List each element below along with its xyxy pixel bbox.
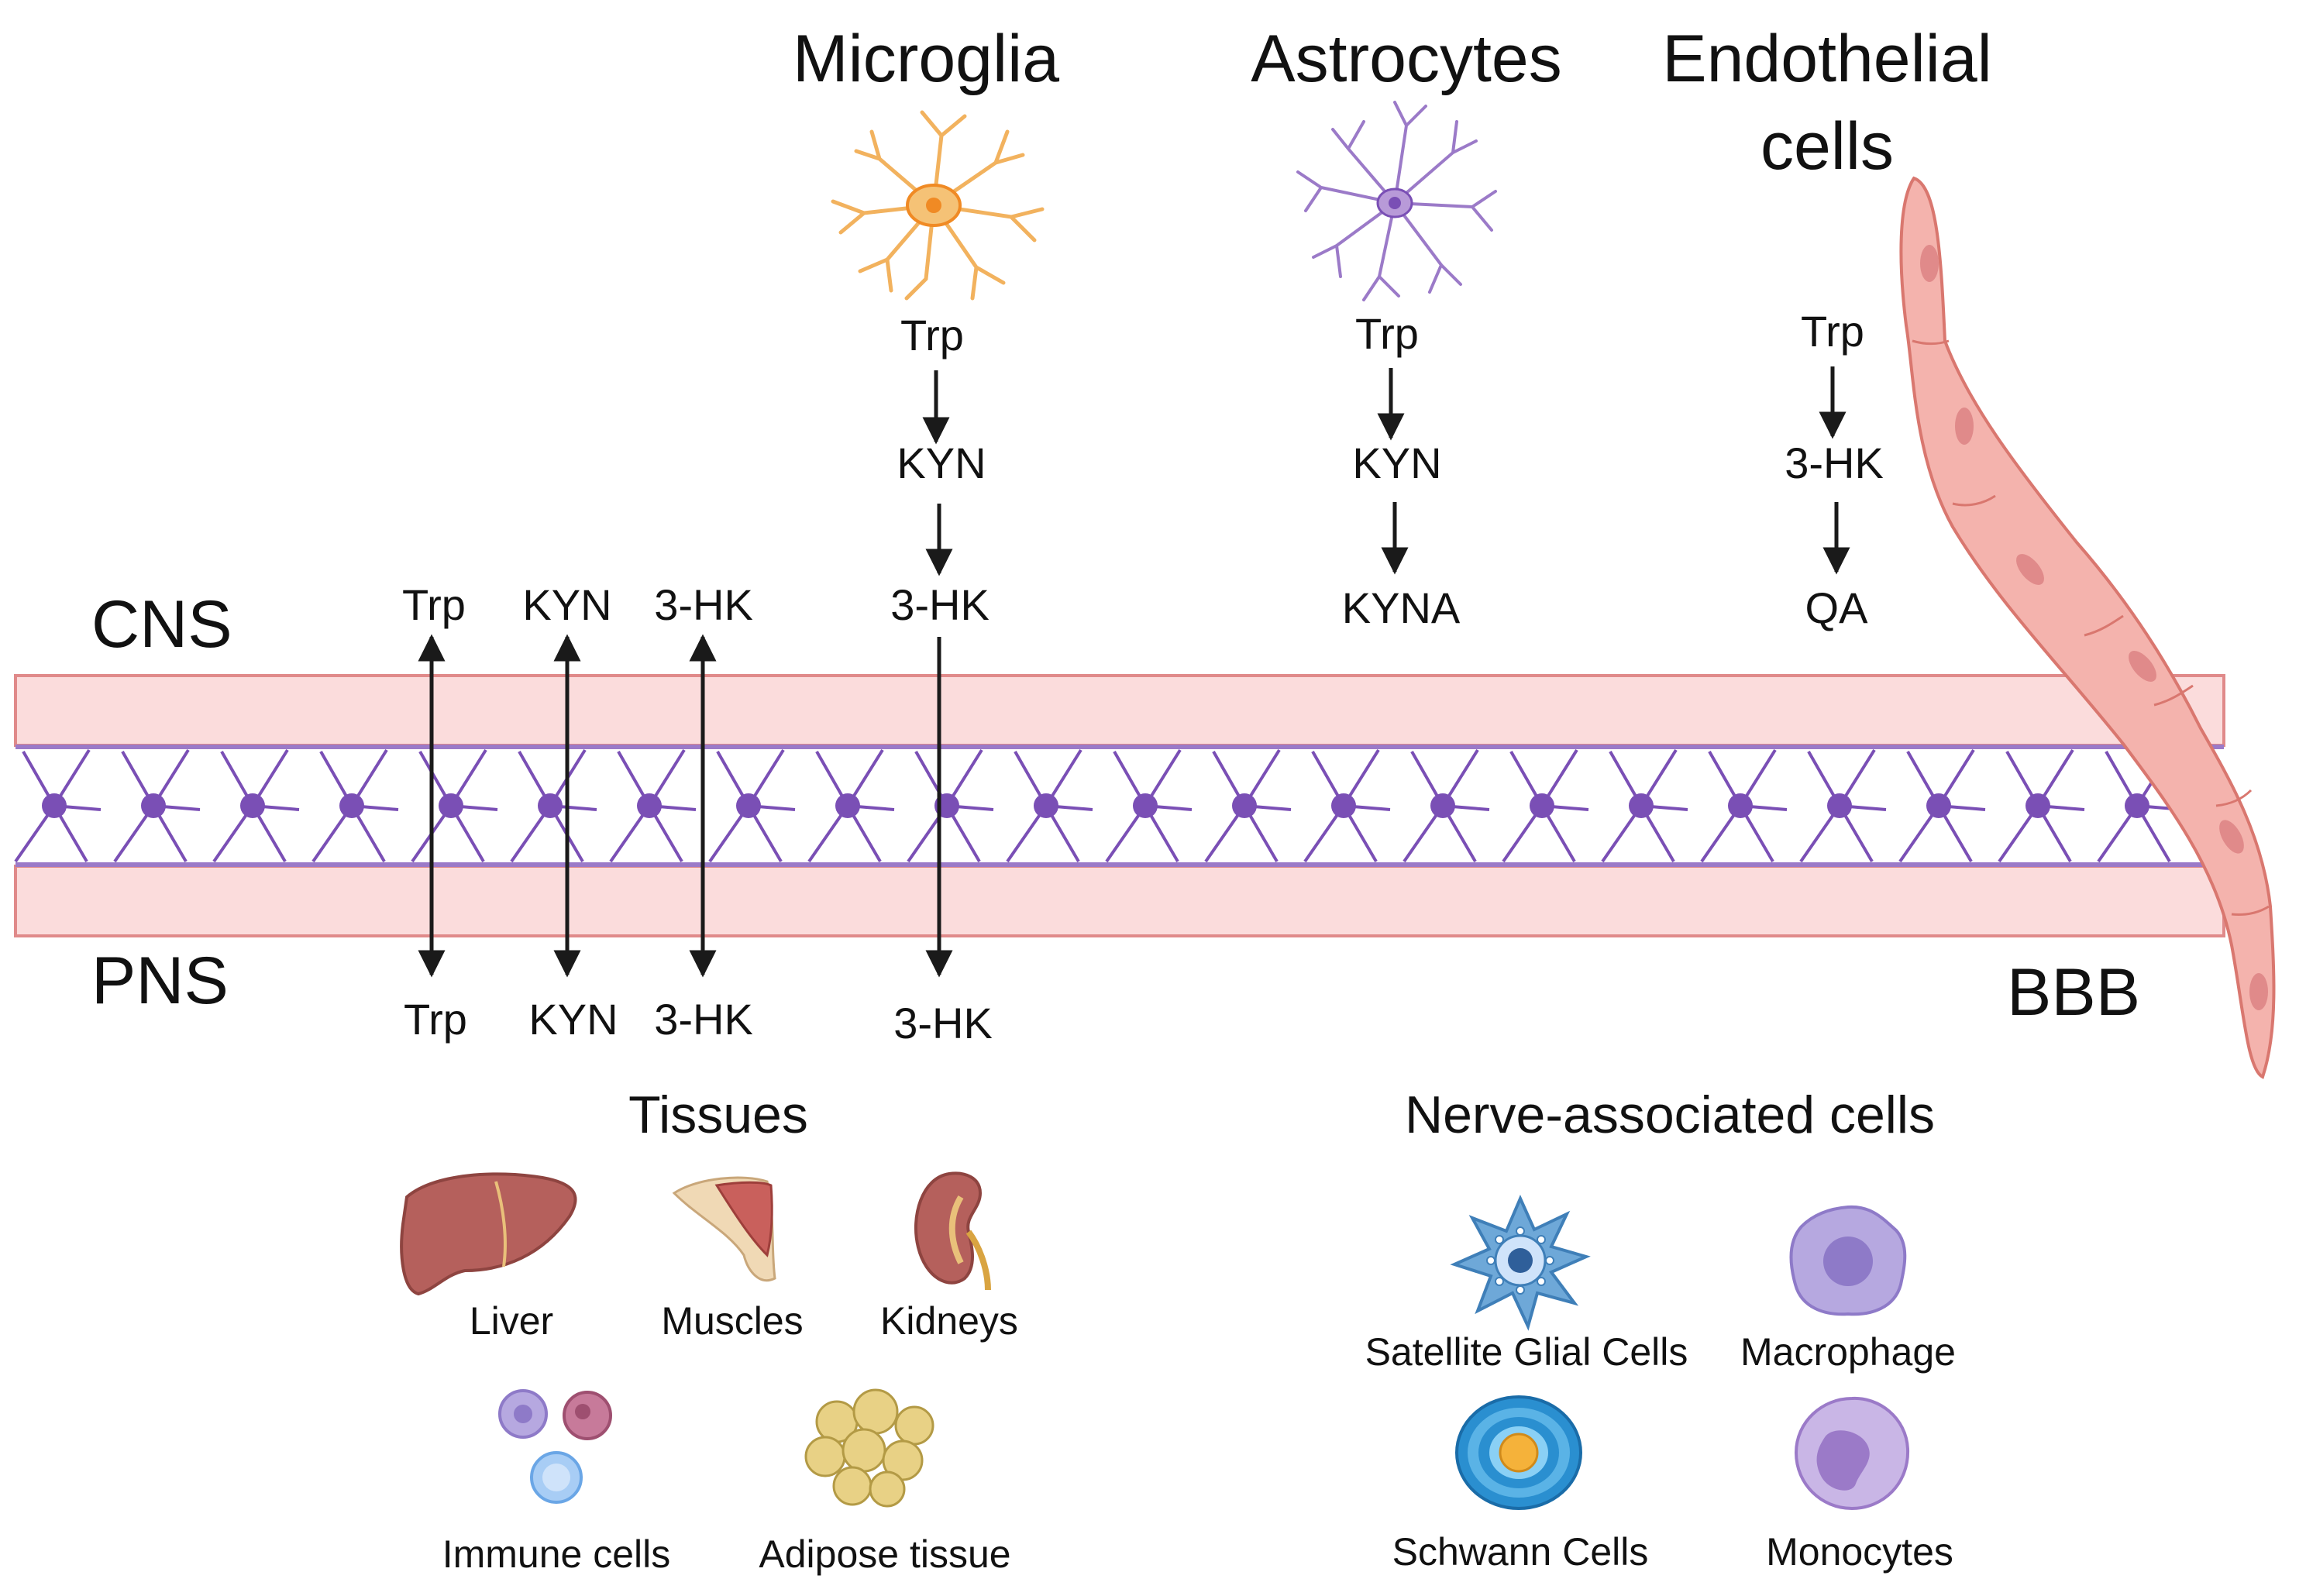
tissue-adipose-label: Adipose tissue bbox=[759, 1532, 1010, 1576]
neuron-icon bbox=[1105, 748, 1193, 863]
neuron-icon bbox=[1601, 748, 1688, 863]
neuron-icon bbox=[1403, 748, 1490, 863]
pns-transport-3hk-microglia: 3-HK bbox=[893, 999, 993, 1047]
neuron-icon bbox=[1700, 748, 1788, 863]
liver-icon bbox=[400, 1172, 577, 1296]
neuron-icon bbox=[1006, 748, 1093, 863]
neuron-icon bbox=[311, 748, 399, 863]
neuron-icon bbox=[708, 748, 796, 863]
muscle-icon bbox=[672, 1176, 776, 1282]
pns-transport-3hk: 3-HK bbox=[654, 995, 753, 1044]
kidney-icon bbox=[914, 1171, 991, 1291]
tissue-immune-cells-label: Immune cells bbox=[442, 1532, 671, 1576]
astrocytes-step-kyna: KYNA bbox=[1342, 583, 1461, 632]
endothelial-step-3hk: 3-HK bbox=[1785, 439, 1884, 487]
satellite-glial-cells-label: Satellite Glial Cells bbox=[1365, 1330, 1688, 1374]
cns-transport-3hk: 3-HK bbox=[654, 580, 753, 629]
blood-brain-barrier-band bbox=[14, 674, 2225, 937]
cns-label: CNS bbox=[91, 587, 232, 662]
schwann-cells-label: Schwann Cells bbox=[1392, 1530, 1649, 1574]
astrocytes-title: Astrocytes bbox=[1251, 22, 1561, 96]
pns-transport-kyn: KYN bbox=[528, 995, 618, 1044]
monocytes-label: Monocytes bbox=[1766, 1530, 1953, 1574]
microglia-step-trp: Trp bbox=[900, 311, 964, 359]
microglia-step-kyn: KYN bbox=[897, 439, 986, 487]
neuron-icon bbox=[1204, 748, 1292, 863]
endothelial-step-qa: QA bbox=[1805, 583, 1869, 632]
macrophage-icon bbox=[1789, 1205, 1907, 1316]
neuron-icon bbox=[609, 748, 697, 863]
pns-transport-trp: Trp bbox=[404, 995, 467, 1044]
tissue-liver-label: Liver bbox=[470, 1299, 553, 1343]
neuron-icon bbox=[1998, 748, 2085, 863]
tissue-kidneys-label: Kidneys bbox=[880, 1299, 1018, 1343]
monocyte-icon bbox=[1794, 1396, 1910, 1511]
bbb-label: BBB bbox=[2007, 955, 2140, 1030]
neuron-icon bbox=[1799, 748, 1887, 863]
macrophage-label: Macrophage bbox=[1740, 1330, 1956, 1374]
endothelial-title-line1: Endothelial bbox=[1662, 22, 1992, 96]
neuron-icon bbox=[1502, 748, 1589, 863]
neuron-icon bbox=[212, 748, 300, 863]
tissue-muscles-label: Muscles bbox=[661, 1299, 803, 1343]
neuron-icon bbox=[1303, 748, 1391, 863]
pns-label: PNS bbox=[91, 944, 229, 1018]
nerve-cells-title: Nerve-associated cells bbox=[1405, 1085, 1935, 1144]
neuron-icon bbox=[14, 748, 102, 863]
schwann-cell-icon bbox=[1455, 1395, 1582, 1510]
endothelial-step-trp: Trp bbox=[1801, 307, 1864, 356]
cns-transport-kyn: KYN bbox=[522, 580, 611, 629]
neuron-icon bbox=[1898, 748, 1986, 863]
neuron-icon bbox=[113, 748, 201, 863]
microglia-step-3hk: 3-HK bbox=[890, 580, 990, 629]
astrocyte-icon bbox=[1296, 101, 1497, 301]
astrocytes-step-trp: Trp bbox=[1355, 309, 1419, 358]
immune-cells-icon bbox=[498, 1389, 612, 1504]
endothelial-cell-chain-icon bbox=[1899, 176, 2276, 1079]
astrocytes-step-kyn: KYN bbox=[1352, 439, 1441, 487]
adipose-tissue-icon bbox=[804, 1388, 934, 1508]
microglia-title: Microglia bbox=[793, 22, 1059, 96]
endothelial-title-line2: cells bbox=[1760, 109, 1894, 184]
cns-transport-trp: Trp bbox=[402, 580, 466, 629]
tissues-title: Tissues bbox=[628, 1085, 808, 1144]
satellite-glial-cell-icon bbox=[1450, 1195, 1591, 1331]
microglia-icon bbox=[831, 110, 1045, 301]
neuron-icon bbox=[807, 748, 895, 863]
